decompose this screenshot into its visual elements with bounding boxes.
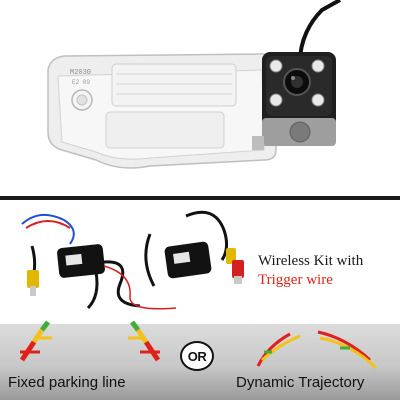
right-rca-yellow-icon bbox=[226, 248, 236, 264]
or-label: OR bbox=[187, 348, 207, 364]
section-divider bbox=[0, 196, 400, 200]
fixed-right-green-line bbox=[130, 320, 140, 332]
right-rca-tip bbox=[234, 276, 242, 284]
transmitter-label bbox=[65, 253, 83, 266]
trigger-wire-label: Trigger wire bbox=[258, 272, 333, 288]
receiver-cable bbox=[185, 210, 229, 261]
fixed-parking-line-label: Fixed parking line bbox=[8, 374, 126, 391]
led-bottom-right-icon bbox=[311, 93, 325, 107]
led-bottom-left-icon bbox=[269, 93, 283, 107]
housing-marking-1: M2030 bbox=[70, 69, 91, 77]
camera-bracket bbox=[252, 136, 264, 150]
camera-housing-illustration: M2030 E2 09 bbox=[47, 0, 341, 169]
fixed-right-yellow-line bbox=[135, 328, 149, 344]
dynamic-right-red-curve bbox=[317, 330, 372, 362]
wireless-kit-title: Wireless Kit with bbox=[258, 253, 364, 269]
left-rca-tip bbox=[30, 286, 36, 296]
receiver-label bbox=[173, 251, 191, 264]
lens-reflection bbox=[291, 76, 295, 80]
led-top-left-icon bbox=[269, 59, 283, 73]
wireless-kit-illustration bbox=[21, 210, 244, 310]
red-wire bbox=[25, 220, 71, 229]
camera-mount-badge-icon bbox=[289, 121, 311, 143]
left-rca-cable bbox=[30, 245, 37, 273]
transmitter-cable bbox=[103, 260, 141, 308]
wireless-kit-panel bbox=[0, 200, 400, 324]
housing-marking-2: E2 09 bbox=[72, 79, 90, 86]
fixed-left-green-line bbox=[40, 320, 50, 332]
housing-lower-window bbox=[105, 111, 225, 149]
dynamic-trajectory-label: Dynamic Trajectory bbox=[236, 374, 365, 391]
dynamic-left-red-curve bbox=[256, 332, 291, 367]
right-rca-red-icon bbox=[232, 260, 244, 278]
trigger-wire bbox=[103, 265, 177, 310]
left-rca-plug-icon bbox=[27, 270, 39, 288]
or-badge: OR bbox=[180, 341, 214, 371]
fixed-left-yellow-line bbox=[31, 328, 45, 344]
led-top-right-icon bbox=[311, 59, 325, 73]
camera-product-panel: M2030 E2 09 bbox=[0, 0, 400, 196]
wireless-kit-caption: Wireless Kit with Trigger wire bbox=[258, 252, 363, 290]
mounting-hole-inner bbox=[76, 94, 88, 106]
blue-wire bbox=[21, 213, 75, 245]
power-cable bbox=[86, 271, 99, 310]
dynamic-left-yellow-curve bbox=[261, 334, 301, 362]
receiver-lower-cable bbox=[144, 233, 156, 287]
